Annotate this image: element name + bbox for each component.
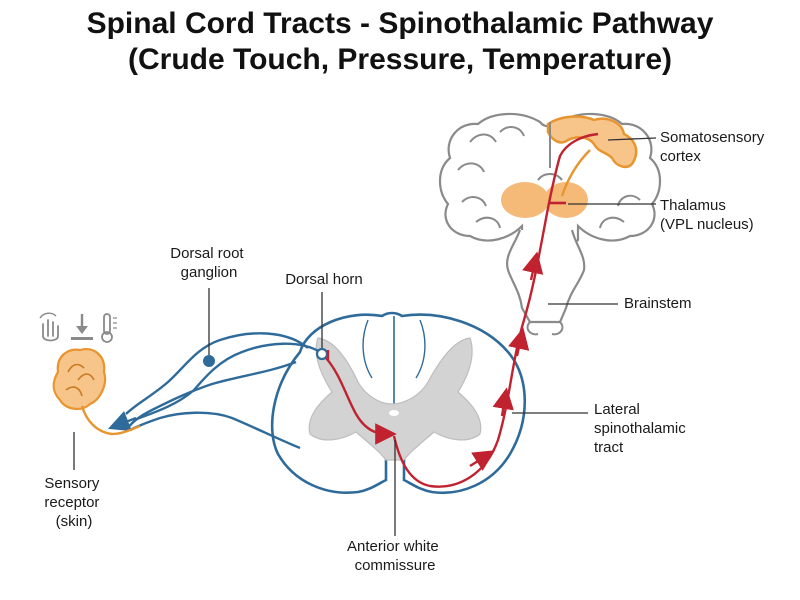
brainstem-lower xyxy=(526,321,564,336)
label-anterior-white-commissure: Anterior white commissure xyxy=(347,538,443,574)
label-dorsal-horn: Dorsal horn xyxy=(285,271,363,288)
label-lateral-spinothalamic-tract: Lateral spinothalamic tract xyxy=(594,401,690,456)
dorsal-horn-neuron xyxy=(315,347,329,361)
afferent-arrow xyxy=(107,411,137,432)
nerve-fiber-inner xyxy=(133,342,321,422)
somatosensory-cortex-highlight xyxy=(546,115,638,169)
ventral-root xyxy=(129,411,301,450)
peripheral-nerve xyxy=(107,332,321,450)
label-somatosensory-cortex: Somatosensory cortex xyxy=(660,129,768,165)
dorsal-column-lines xyxy=(362,319,426,379)
ascent-arrow-3 xyxy=(508,327,530,357)
label-brainstem: Brainstem xyxy=(624,295,692,312)
thermometer-icon xyxy=(101,313,117,343)
sensory-receptor xyxy=(52,348,141,436)
thalamocortical-fiber xyxy=(560,149,591,197)
gray-matter xyxy=(308,337,482,461)
ascent-arrow-2 xyxy=(492,387,514,417)
receptor-nerve-endings xyxy=(65,363,95,397)
pressure-arrow-icon xyxy=(71,314,93,340)
ascent-arrow-1 xyxy=(469,450,496,471)
ascent-arrow-4 xyxy=(522,251,544,281)
page-title: Spinal Cord Tracts - Spinothalamic Pathw… xyxy=(0,6,800,78)
spinothalamic-pathway xyxy=(315,132,599,488)
label-thalamus: Thalamus (VPL nucleus) xyxy=(660,197,754,233)
label-dorsal-root-ganglion: Dorsal root ganglion xyxy=(170,245,248,281)
longitudinal-fissure xyxy=(537,122,563,181)
brain-section xyxy=(438,112,662,336)
spinal-cord-section xyxy=(270,311,526,495)
brain-gyri-left xyxy=(457,126,525,229)
stimulus-icons xyxy=(39,312,117,343)
touch-hand-icon xyxy=(39,312,59,342)
receptor-fiber xyxy=(80,405,141,436)
thalamus-right xyxy=(544,182,588,218)
thalamus-left xyxy=(501,182,549,218)
leader-lines xyxy=(73,137,657,536)
dorsal-root-ganglion xyxy=(203,355,215,367)
leader-cortex xyxy=(607,137,657,141)
central-canal xyxy=(389,410,399,416)
brainstem-outline xyxy=(506,229,586,324)
pathway-entry-to-commissure xyxy=(325,357,397,445)
title-line-2: (Crude Touch, Pressure, Temperature) xyxy=(127,43,672,76)
label-sensory-receptor: Sensory receptor (skin) xyxy=(44,475,103,530)
title-line-1: Spinal Cord Tracts - Spinothalamic Pathw… xyxy=(86,7,714,40)
dorsal-root-upper xyxy=(125,332,309,415)
